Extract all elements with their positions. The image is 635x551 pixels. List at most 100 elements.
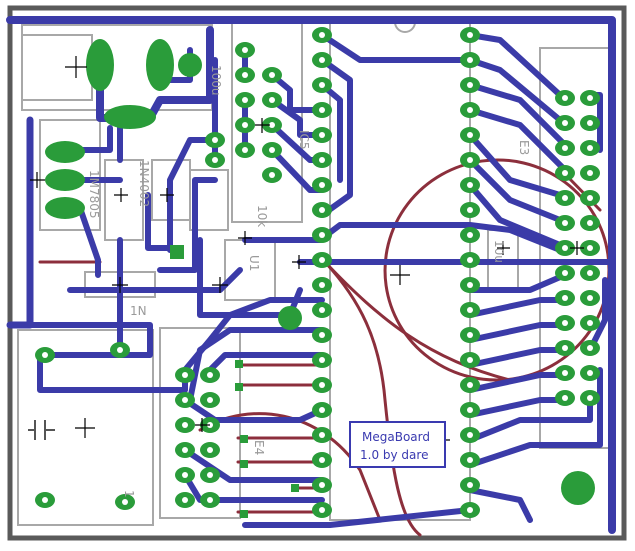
label-reset: 10k bbox=[255, 205, 269, 227]
pad-hole bbox=[467, 507, 473, 513]
pad-hole bbox=[42, 352, 48, 358]
pad-hole bbox=[319, 507, 325, 513]
pad-hole bbox=[562, 120, 568, 126]
label-misc-1: 1N bbox=[130, 304, 147, 318]
label-e4: E4 bbox=[252, 440, 266, 455]
pad-hole bbox=[587, 370, 593, 376]
pad-hole bbox=[587, 345, 593, 351]
pad-hole bbox=[319, 82, 325, 88]
pad-hole bbox=[319, 482, 325, 488]
pad-hole bbox=[319, 282, 325, 288]
pad-hole bbox=[562, 295, 568, 301]
pad-hole bbox=[212, 157, 218, 163]
pad-hole bbox=[319, 332, 325, 338]
pad-hole bbox=[242, 72, 248, 78]
pad-hole bbox=[467, 457, 473, 463]
label-misc-2: 10u bbox=[492, 240, 506, 263]
pad-hole bbox=[467, 432, 473, 438]
pad-hole bbox=[562, 395, 568, 401]
pad-hole bbox=[319, 357, 325, 363]
pad-hole bbox=[562, 370, 568, 376]
pad-hole bbox=[467, 232, 473, 238]
pad-hole bbox=[587, 395, 593, 401]
pad-hole bbox=[207, 397, 213, 403]
silk-crosses bbox=[30, 56, 584, 447]
label-regulator: 1M7805 bbox=[87, 170, 101, 219]
pad-hole bbox=[467, 482, 473, 488]
pad-hole bbox=[467, 182, 473, 188]
pad-hole bbox=[467, 257, 473, 263]
pad-hole bbox=[319, 232, 325, 238]
pad-hole bbox=[242, 147, 248, 153]
pad-hole bbox=[319, 207, 325, 213]
pad-hole bbox=[467, 307, 473, 313]
pad-hole bbox=[467, 207, 473, 213]
pad-hole bbox=[562, 95, 568, 101]
pad-hole bbox=[319, 382, 325, 388]
pad-hole bbox=[562, 195, 568, 201]
label-misc-3: U1 bbox=[247, 255, 261, 271]
pad-hole bbox=[467, 282, 473, 288]
pad-hole bbox=[467, 407, 473, 413]
label-ic5: IC5 bbox=[297, 130, 311, 150]
pad-hole bbox=[587, 170, 593, 176]
pad-hole bbox=[182, 497, 188, 503]
pad-hole bbox=[562, 220, 568, 226]
pad-hole bbox=[562, 145, 568, 151]
pad-hole bbox=[269, 72, 275, 78]
bottom-trace-layer bbox=[38, 158, 611, 537]
pad-hole bbox=[319, 107, 325, 113]
pad-hole bbox=[319, 407, 325, 413]
pad-hole bbox=[269, 122, 275, 128]
pad-layer bbox=[45, 39, 595, 505]
pad-hole bbox=[562, 245, 568, 251]
pad-hole bbox=[319, 157, 325, 163]
pad-hole bbox=[242, 122, 248, 128]
silk-text-layer: E3 E4 IC5 1M7805 1N4002 100u 10k 1N 10u … bbox=[87, 65, 531, 498]
pad-hole bbox=[242, 97, 248, 103]
pad-hole bbox=[319, 257, 325, 263]
pad-hole bbox=[242, 47, 248, 53]
pad-hole bbox=[562, 270, 568, 276]
label-e3: E3 bbox=[517, 140, 531, 155]
pad-hole bbox=[182, 447, 188, 453]
label-cap: 100u bbox=[209, 65, 223, 96]
pad-hole bbox=[587, 120, 593, 126]
pad-hole bbox=[269, 97, 275, 103]
pad-hole bbox=[587, 320, 593, 326]
pad-hole bbox=[207, 472, 213, 478]
pad-hole bbox=[319, 132, 325, 138]
pad-hole bbox=[467, 132, 473, 138]
pad-hole bbox=[587, 220, 593, 226]
pad-hole bbox=[319, 432, 325, 438]
pad-hole bbox=[562, 345, 568, 351]
pad-hole bbox=[212, 137, 218, 143]
pad-hole bbox=[467, 107, 473, 113]
crystal-symbol bbox=[28, 420, 55, 440]
pad-hole bbox=[207, 497, 213, 503]
pad-hole bbox=[319, 182, 325, 188]
pad-hole bbox=[269, 172, 275, 178]
pad-hole bbox=[182, 397, 188, 403]
square-pads bbox=[170, 245, 299, 518]
pad-hole bbox=[269, 147, 275, 153]
pad-hole bbox=[562, 320, 568, 326]
pad-hole bbox=[587, 270, 593, 276]
pad-hole bbox=[587, 245, 593, 251]
pad-hole bbox=[122, 499, 128, 505]
board-label-line2: 1.0 by dare bbox=[360, 448, 428, 462]
pad-hole bbox=[207, 372, 213, 378]
pad-hole bbox=[319, 57, 325, 63]
pad-hole bbox=[467, 357, 473, 363]
pad-hole bbox=[587, 195, 593, 201]
pad-hole bbox=[467, 57, 473, 63]
pad-hole bbox=[587, 145, 593, 151]
pad-hole bbox=[467, 157, 473, 163]
pad-hole bbox=[587, 95, 593, 101]
pad-hole bbox=[182, 472, 188, 478]
pad-hole bbox=[117, 347, 123, 353]
round-pads bbox=[35, 27, 600, 518]
pad-hole bbox=[319, 307, 325, 313]
